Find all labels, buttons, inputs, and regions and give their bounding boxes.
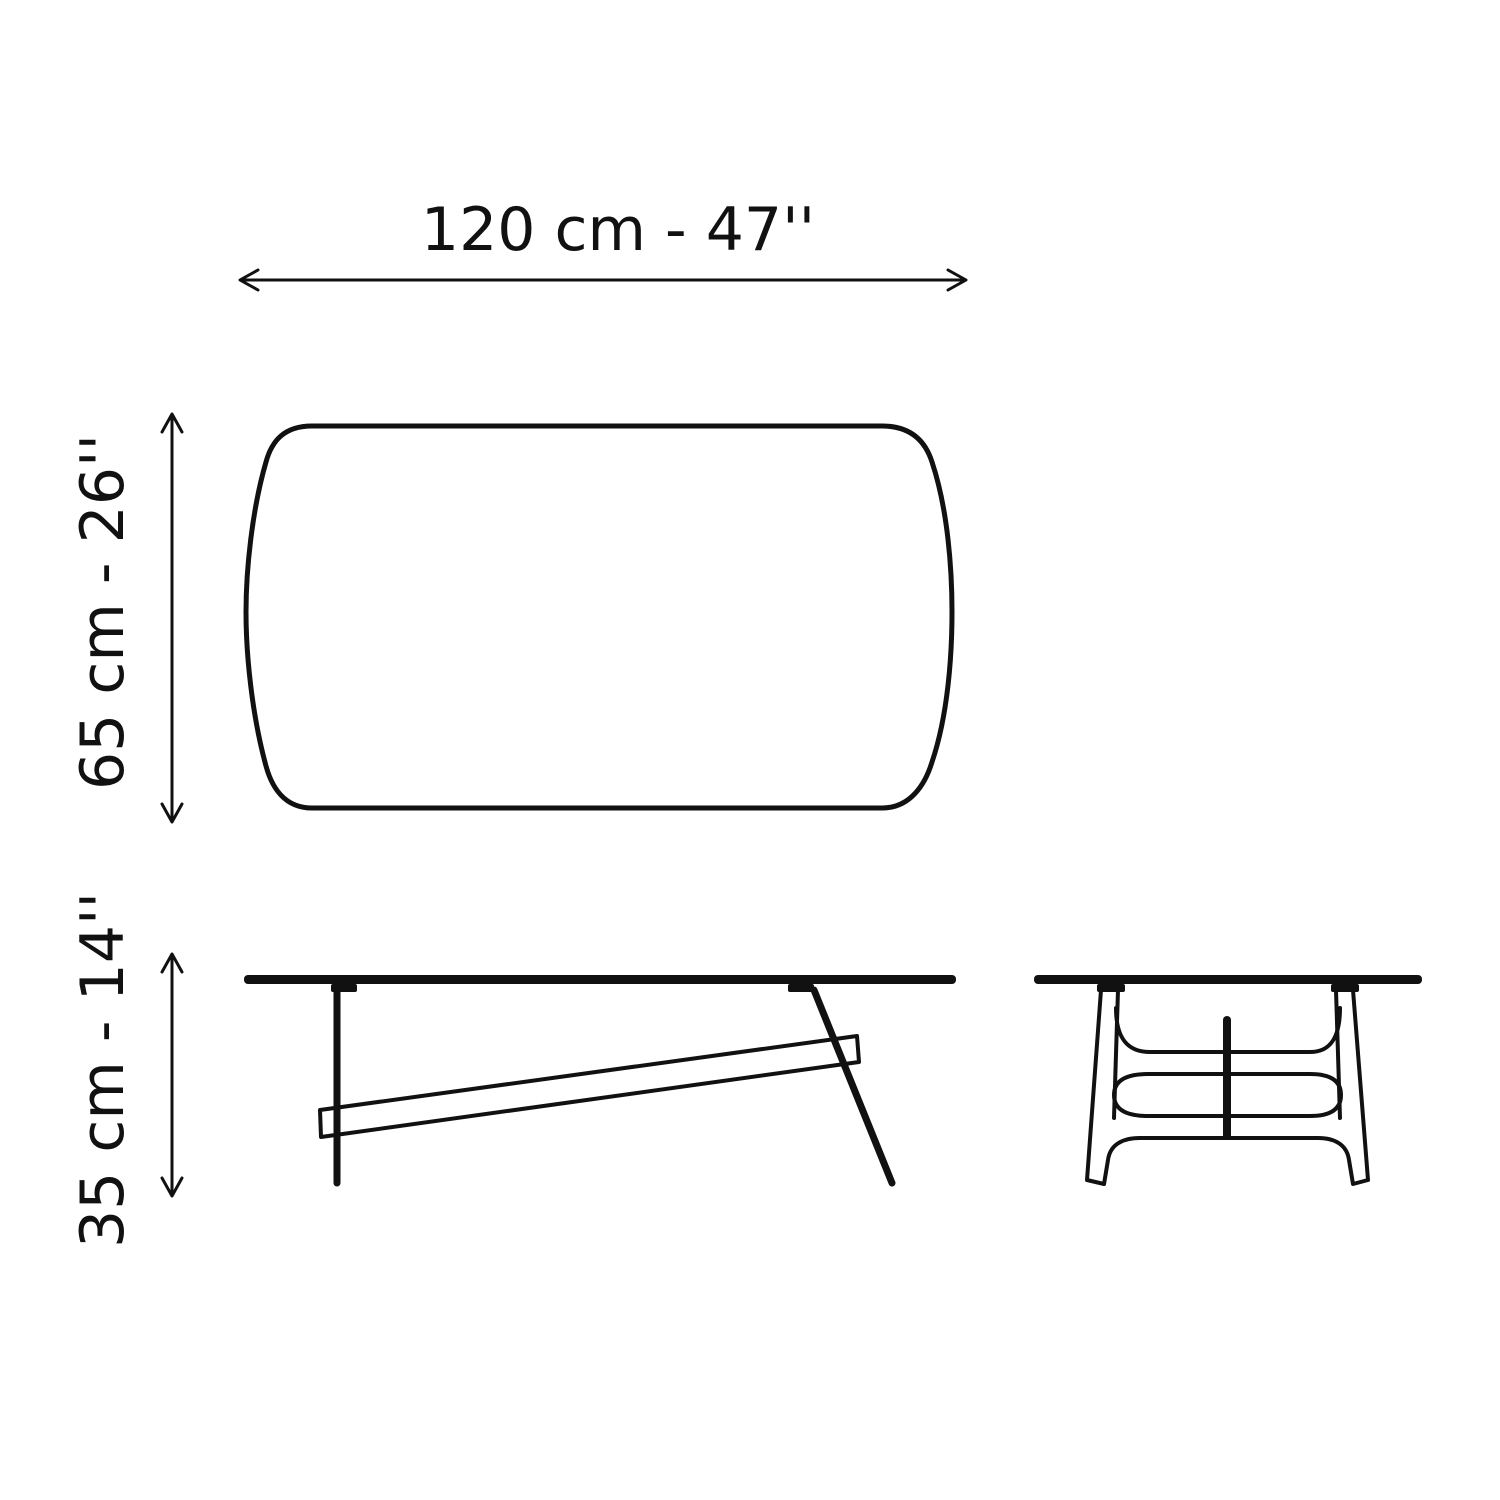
side-shelf-rail bbox=[1112, 1072, 1343, 1118]
front-bracket-right bbox=[788, 984, 814, 992]
side-leg-left bbox=[1085, 988, 1142, 1186]
width-label: 120 cm - 47'' bbox=[421, 195, 815, 265]
front-stretcher-bar bbox=[318, 1034, 861, 1139]
width-dimension: 120 cm - 47'' bbox=[238, 195, 968, 292]
width-arrow-right-head bbox=[946, 268, 968, 292]
height-arrow-bottom-head bbox=[160, 1176, 184, 1198]
front-tabletop bbox=[244, 975, 956, 984]
side-elevation bbox=[1034, 975, 1422, 1186]
front-leg-angled bbox=[810, 986, 896, 1187]
depth-arrow-top-head bbox=[160, 412, 184, 434]
depth-arrow-bottom-head bbox=[160, 802, 184, 824]
front-elevation bbox=[244, 975, 956, 1187]
height-dimension: 35 cm - 14'' bbox=[68, 892, 184, 1248]
side-tabletop bbox=[1034, 975, 1422, 984]
depth-label: 65 cm - 26'' bbox=[68, 434, 138, 790]
side-leg-right bbox=[1316, 988, 1370, 1186]
depth-dimension: 65 cm - 26'' bbox=[68, 412, 184, 824]
width-arrow-left-head bbox=[238, 268, 260, 292]
height-arrow-top-head bbox=[160, 952, 184, 974]
table-top-view bbox=[243, 423, 955, 811]
height-label: 35 cm - 14'' bbox=[68, 892, 138, 1248]
